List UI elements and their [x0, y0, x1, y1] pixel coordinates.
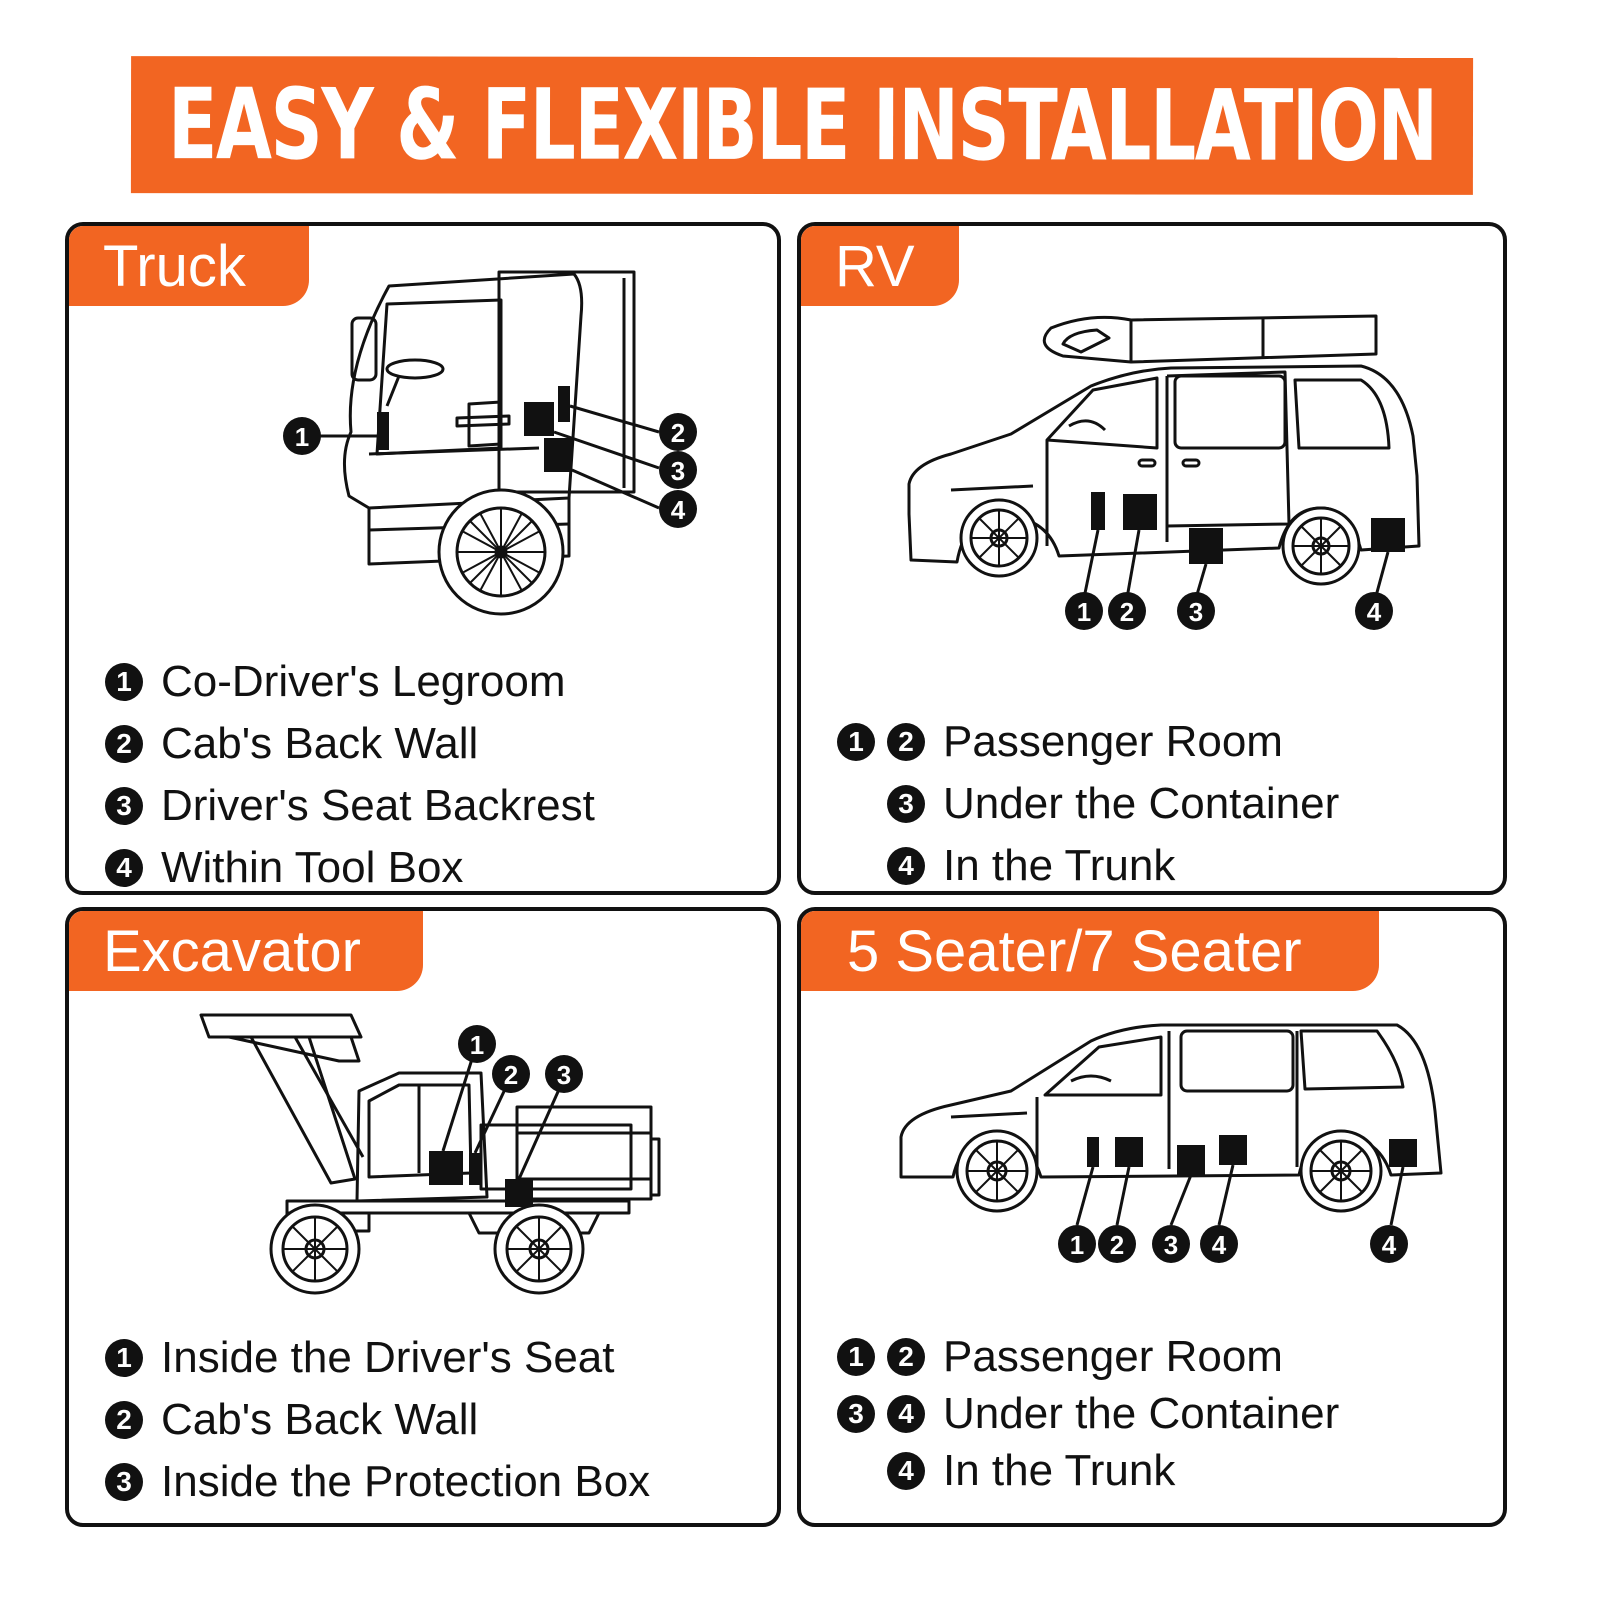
svg-text:2: 2: [671, 418, 685, 448]
truck-callout-2: 2: [659, 413, 697, 451]
rv-callout-1: 1: [1065, 592, 1103, 630]
panel-label-truck: Truck: [69, 226, 309, 306]
truck-cab-line-icon: 1 2 3 4: [283, 270, 697, 616]
mark-2: 2: [105, 725, 143, 763]
truck-callout-1: 1: [283, 417, 321, 455]
svg-text:2: 2: [1110, 1230, 1124, 1260]
panel-label-rv: RV: [801, 226, 959, 306]
car-callout-1: 1: [1058, 1225, 1096, 1263]
svg-text:4: 4: [1367, 597, 1382, 627]
rv-callout-4: 4: [1355, 592, 1393, 630]
svg-text:4: 4: [671, 495, 686, 525]
svg-text:2: 2: [1120, 597, 1134, 627]
mark-3: 3: [105, 1463, 143, 1501]
rv-van-line-icon: 1 2 3 4: [907, 314, 1421, 630]
mark-2: 2: [105, 1401, 143, 1439]
svg-text:3: 3: [1164, 1230, 1178, 1260]
truck-callout-4: 4: [659, 490, 697, 528]
car-callout-3: 3: [1152, 1225, 1190, 1263]
wheel-loader-line-icon: 1 2 3: [199, 1013, 661, 1295]
mark-1: 1: [105, 1339, 143, 1377]
mark-4: 4: [105, 849, 143, 887]
panel-label-car: 5 Seater/7 Seater: [801, 911, 1379, 991]
mark-3: 3: [887, 785, 925, 823]
svg-text:4: 4: [1382, 1230, 1397, 1260]
truck-callout-3: 3: [659, 451, 697, 489]
mark-4: 4: [887, 1394, 925, 1433]
svg-text:2: 2: [504, 1060, 518, 1090]
excavator-callout-2: 2: [492, 1055, 530, 1093]
svg-text:3: 3: [671, 456, 685, 486]
mark-2: 2: [887, 723, 925, 761]
mark-1: 1: [837, 723, 875, 761]
svg-text:3: 3: [1189, 597, 1203, 627]
svg-text:3: 3: [557, 1060, 571, 1090]
rv-callout-3: 3: [1177, 592, 1215, 630]
mark-3: 3: [105, 787, 143, 825]
car-callout-4: 4: [1200, 1225, 1238, 1263]
mark-1: 1: [837, 1337, 875, 1376]
suv-line-icon: 1 2 3 4 4: [899, 1023, 1443, 1263]
excavator-callout-3: 3: [545, 1055, 583, 1093]
svg-text:4: 4: [1212, 1230, 1227, 1260]
svg-text:1: 1: [470, 1030, 484, 1060]
svg-text:1: 1: [295, 422, 309, 452]
car-callout-4-trunk: 4: [1370, 1225, 1408, 1263]
rv-callout-2: 2: [1108, 592, 1146, 630]
mark-4: 4: [887, 847, 925, 885]
svg-text:1: 1: [1077, 597, 1091, 627]
mark-2: 2: [887, 1337, 925, 1376]
svg-text:1: 1: [1070, 1230, 1084, 1260]
mark-4: 4: [887, 1451, 925, 1490]
excavator-callout-1: 1: [458, 1025, 496, 1063]
title-banner: EASY & FLEXIBLE INSTALLATION: [130, 56, 1474, 195]
car-callout-2: 2: [1098, 1225, 1136, 1263]
page-title: EASY & FLEXIBLE INSTALLATION: [167, 67, 1437, 184]
mark-3: 3: [837, 1394, 875, 1433]
panel-label-excavator: Excavator: [69, 911, 423, 991]
mark-1: 1: [105, 663, 143, 701]
